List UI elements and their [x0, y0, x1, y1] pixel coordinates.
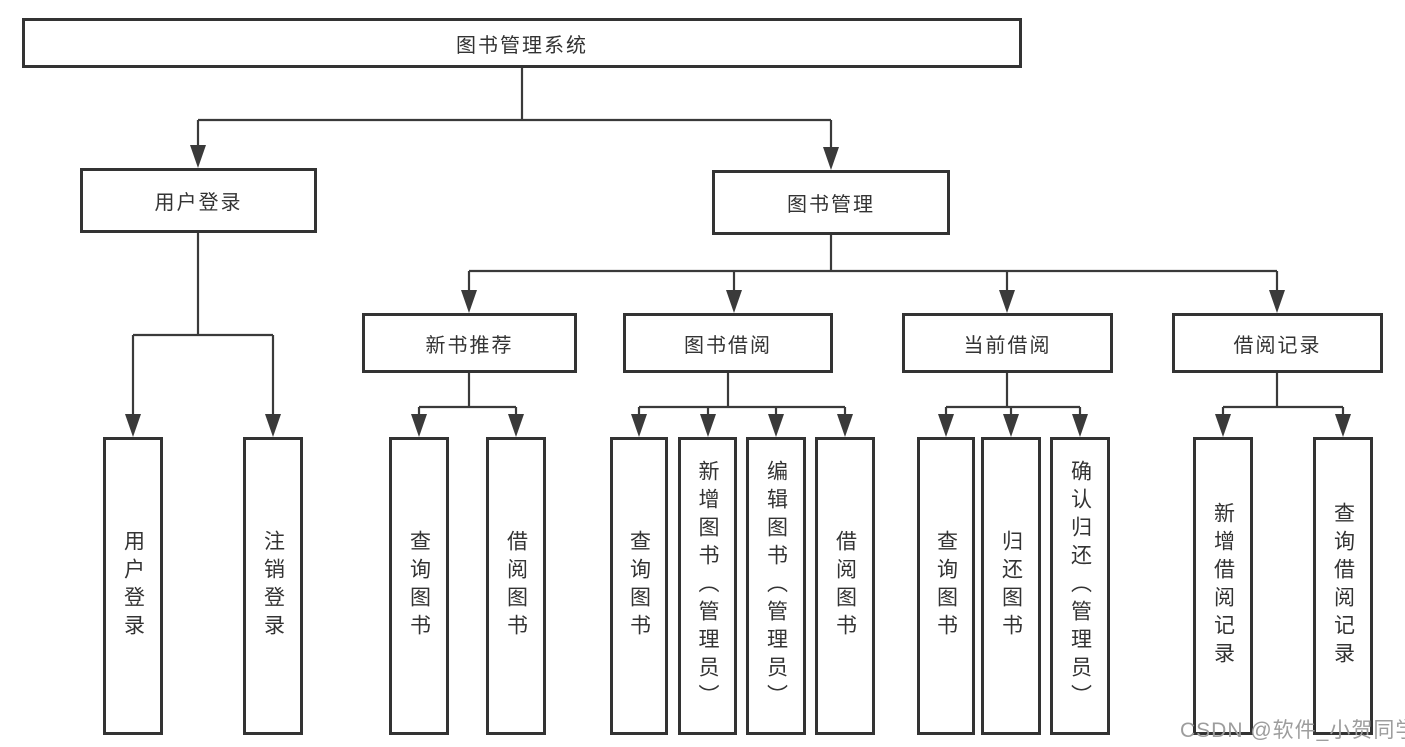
leaf-logout: 注销登录: [243, 437, 303, 735]
leaf-confirm-return-admin: 确认归还（管理员）: [1050, 437, 1110, 735]
connector-newbookrec-to-leaves: [411, 373, 524, 437]
leaf-query-books-recommend: 查询图书: [389, 437, 449, 735]
node-book-management: 图书管理: [712, 170, 950, 235]
connector-userlogin-to-leaves: [125, 233, 281, 437]
leaf-borrow-books-recommend: 借阅图书: [486, 437, 546, 735]
node-borrowing-records: 借阅记录: [1172, 313, 1383, 373]
csdn-watermark: CSDN @软件_小贺同学: [1180, 719, 1405, 742]
leaf-query-borrow-record: 查询借阅记录: [1313, 437, 1373, 735]
connector-bookmgmt-to-level3: [461, 235, 1285, 313]
connector-currentborrow-to-leaves: [938, 373, 1088, 437]
leaf-query-books-current: 查询图书: [917, 437, 975, 735]
node-book-borrowing: 图书借阅: [623, 313, 833, 373]
node-new-book-recommend: 新书推荐: [362, 313, 577, 373]
leaf-return-books: 归还图书: [981, 437, 1041, 735]
leaf-borrow-books: 借阅图书: [815, 437, 875, 735]
leaf-add-borrow-record: 新增借阅记录: [1193, 437, 1253, 735]
connector-bookborrow-to-leaves: [631, 373, 853, 437]
connector-root-to-level2: [190, 68, 839, 170]
node-user-login: 用户登录: [80, 168, 317, 233]
node-root-library-system: 图书管理系统: [22, 18, 1022, 68]
connector-borrowrecords-to-leaves: [1215, 373, 1351, 437]
leaf-add-books-admin: 新增图书（管理员）: [678, 437, 737, 735]
node-current-borrowing: 当前借阅: [902, 313, 1113, 373]
leaf-query-books-borrowing: 查询图书: [610, 437, 668, 735]
leaf-user-login: 用户登录: [103, 437, 163, 735]
leaf-edit-books-admin: 编辑图书（管理员）: [746, 437, 806, 735]
